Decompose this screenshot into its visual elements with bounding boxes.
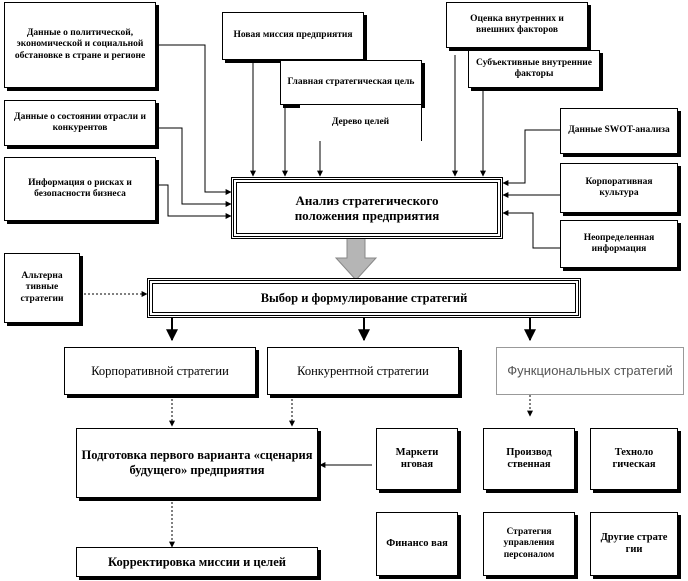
personnel-box: Стратегия управления персоналом	[483, 512, 575, 576]
industry-data-box: Данные о состоянии отрасли и конкурентов	[4, 100, 156, 146]
analysis-box: Анализ стратегического положения предпри…	[231, 177, 503, 239]
production-box: Производ ственная	[483, 428, 575, 490]
corporate-strategy-box: Корпоративной стратегии	[64, 347, 256, 395]
functional-strategy-box: Функциональных стратегий	[496, 347, 684, 395]
technology-box: Техноло гическая	[590, 428, 678, 490]
corp-culture-box: Корпоративная культура	[560, 163, 678, 213]
finance-box: Финансо вая	[376, 512, 458, 576]
connector-uncertain	[502, 210, 560, 249]
choice-box: Выбор и формулирование стратегий	[147, 278, 581, 318]
uncertain-info-box: Неопределенная информация	[560, 220, 678, 268]
connector-swot	[502, 129, 560, 186]
subjective-factors-box: Субъективные внутренние факторы	[468, 50, 600, 88]
swot-data-box: Данные SWOT-анализа	[560, 108, 678, 154]
competitive-strategy-box: Конкурентной стратегии	[267, 347, 459, 395]
marketing-box: Маркети нговая	[376, 428, 458, 490]
connector-industry	[155, 127, 232, 207]
political-data-box: Данные о политической, экономической и с…	[4, 2, 156, 88]
factors-eval-box: Оценка внутренних и внешних факторов	[446, 2, 588, 48]
big-down-arrow	[334, 237, 378, 281]
risk-info-box: Информация о рисках и безопасности бизне…	[4, 157, 156, 221]
other-box: Другие страте гии	[590, 512, 678, 576]
alternative-box: Альтерна тивные стратегии	[4, 253, 80, 323]
goal-tree-box: Дерево целей	[300, 105, 422, 141]
connector-risk	[155, 184, 232, 219]
correction-box: Корректировка миссии и целей	[76, 547, 318, 577]
main-goal-box: Главная стратегическая цель	[280, 60, 422, 105]
scenario-box: Подготовка первого варианта «сценария бу…	[76, 428, 318, 498]
connector-political	[155, 44, 232, 195]
new-mission-box: Новая миссия предприятия	[222, 12, 364, 60]
